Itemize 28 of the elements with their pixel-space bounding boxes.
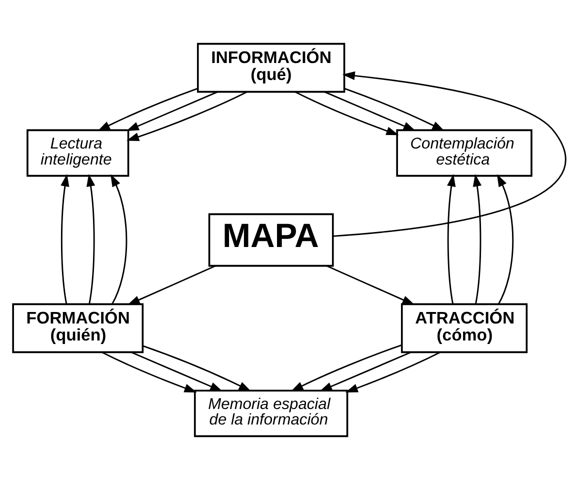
arrow bbox=[110, 174, 128, 305]
arrow bbox=[496, 174, 514, 305]
arrow bbox=[290, 344, 402, 392]
arrow bbox=[345, 352, 441, 392]
arrow bbox=[332, 71, 566, 237]
arrow bbox=[447, 174, 456, 304]
arrow bbox=[472, 174, 482, 304]
node-box: ATRACCIÓN (cómo) bbox=[400, 303, 528, 354]
arrow bbox=[127, 265, 216, 306]
node-box: MAPA bbox=[208, 213, 334, 267]
node-box: Contemplación estética bbox=[396, 129, 532, 177]
arrow bbox=[326, 265, 415, 306]
node-box: Memoria espacial de la información bbox=[194, 390, 348, 438]
arrow bbox=[130, 352, 223, 392]
node-box: Lectura inteligente bbox=[26, 129, 130, 177]
arrow bbox=[102, 352, 197, 392]
arrow bbox=[86, 174, 96, 304]
arrow bbox=[320, 352, 412, 392]
node-box: INFORMACIÓN (qué) bbox=[196, 42, 346, 93]
arrow bbox=[344, 88, 445, 132]
arrow bbox=[324, 91, 416, 132]
arrow bbox=[294, 91, 399, 136]
arrow bbox=[98, 88, 198, 132]
node-box: FORMACIÓN (quién) bbox=[12, 303, 144, 354]
arrow bbox=[60, 174, 70, 304]
arrow bbox=[142, 345, 252, 392]
arrow bbox=[126, 91, 248, 141]
arrow bbox=[126, 91, 218, 132]
